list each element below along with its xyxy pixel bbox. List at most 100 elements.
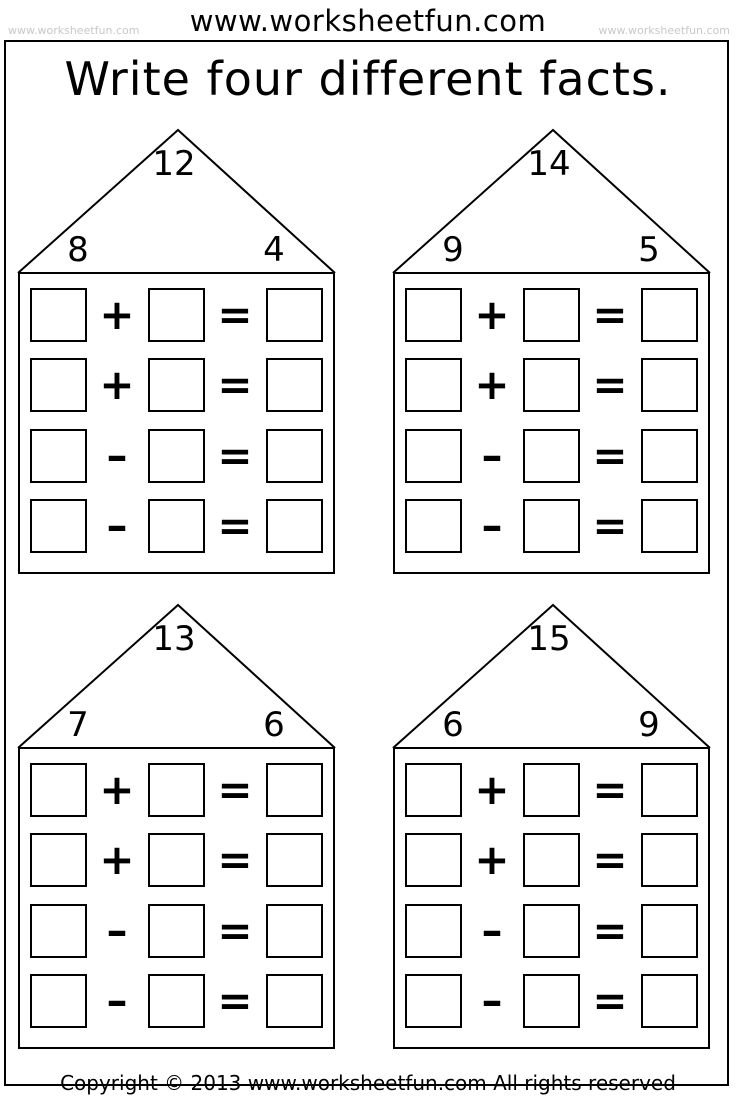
answer-box[interactable] [641,499,698,553]
answer-box[interactable] [523,904,580,958]
answer-box[interactable] [405,288,462,342]
minus-sign: – [481,976,503,1025]
answer-box[interactable] [148,288,205,342]
answer-box[interactable] [523,358,580,412]
house-number-left: 7 [67,705,89,745]
equation-row: += [30,288,326,346]
house-number-right: 4 [263,230,285,270]
house-number-right: 5 [638,230,660,270]
plus-sign: + [474,290,510,339]
watermark-right: www.worksheetfun.com [598,24,730,37]
plus-sign: + [474,835,510,884]
answer-box[interactable] [266,358,323,412]
answer-box[interactable] [405,358,462,412]
answer-box[interactable] [523,763,580,817]
answer-box[interactable] [523,288,580,342]
equation-row: += [405,833,701,891]
answer-box[interactable] [523,499,580,553]
minus-sign: – [106,501,128,550]
house-roof [392,603,711,749]
house-number-right: 6 [263,705,285,745]
minus-sign: – [481,501,503,550]
house-number-left: 9 [442,230,464,270]
answer-box[interactable] [30,763,87,817]
answer-box[interactable] [266,288,323,342]
equals-sign: = [592,431,628,480]
minus-sign: – [106,976,128,1025]
answer-box[interactable] [148,833,205,887]
house-number-top: 12 [152,144,196,184]
house-number-top: 14 [527,144,571,184]
equals-sign: = [592,360,628,409]
answer-box[interactable] [266,499,323,553]
watermark-left: www.worksheetfun.com [8,24,140,37]
answer-box[interactable] [148,499,205,553]
minus-sign: – [106,906,128,955]
house-roof [17,603,336,749]
equals-sign: = [592,765,628,814]
equals-sign: = [217,290,253,339]
answer-box[interactable] [405,974,462,1028]
equation-row: –= [30,429,326,487]
answer-box[interactable] [405,499,462,553]
answer-box[interactable] [30,358,87,412]
answer-box[interactable] [148,904,205,958]
answer-box[interactable] [641,904,698,958]
answer-box[interactable] [641,358,698,412]
answer-box[interactable] [30,499,87,553]
equation-row: += [30,358,326,416]
answer-box[interactable] [148,974,205,1028]
answer-box[interactable] [523,974,580,1028]
answer-box[interactable] [641,288,698,342]
house-number-left: 6 [442,705,464,745]
answer-box[interactable] [641,974,698,1028]
answer-box[interactable] [30,833,87,887]
equation-row: –= [405,499,701,557]
house-body [393,747,710,1049]
equation-row: –= [30,499,326,557]
answer-box[interactable] [405,833,462,887]
roof-line [17,128,336,274]
site-header: www.worksheetfun.com [189,4,547,38]
equals-sign: = [217,976,253,1025]
answer-box[interactable] [266,833,323,887]
answer-box[interactable] [30,904,87,958]
answer-box[interactable] [523,429,580,483]
answer-box[interactable] [405,904,462,958]
plus-sign: + [99,290,135,339]
roof-line [392,603,711,749]
answer-box[interactable] [405,429,462,483]
answer-box[interactable] [641,763,698,817]
answer-box[interactable] [30,974,87,1028]
answer-box[interactable] [148,763,205,817]
house-body [18,272,335,574]
answer-box[interactable] [266,429,323,483]
minus-sign: – [481,431,503,480]
plus-sign: + [474,765,510,814]
answer-box[interactable] [148,429,205,483]
house-number-right: 9 [638,705,660,745]
worksheet-frame [4,40,729,1086]
answer-box[interactable] [641,833,698,887]
equals-sign: = [217,360,253,409]
equals-sign: = [217,765,253,814]
equals-sign: = [217,501,253,550]
plus-sign: + [474,360,510,409]
answer-box[interactable] [405,763,462,817]
answer-box[interactable] [30,288,87,342]
roof-line [392,128,711,274]
copyright-footer: Copyright © 2013 www.worksheetfun.com Al… [60,1071,676,1095]
answer-box[interactable] [148,358,205,412]
house-body [18,747,335,1049]
equals-sign: = [217,906,253,955]
answer-box[interactable] [641,429,698,483]
answer-box[interactable] [30,429,87,483]
answer-box[interactable] [523,833,580,887]
answer-box[interactable] [266,904,323,958]
answer-box[interactable] [266,763,323,817]
house-roof [392,128,711,274]
answer-box[interactable] [266,974,323,1028]
house-roof [17,128,336,274]
